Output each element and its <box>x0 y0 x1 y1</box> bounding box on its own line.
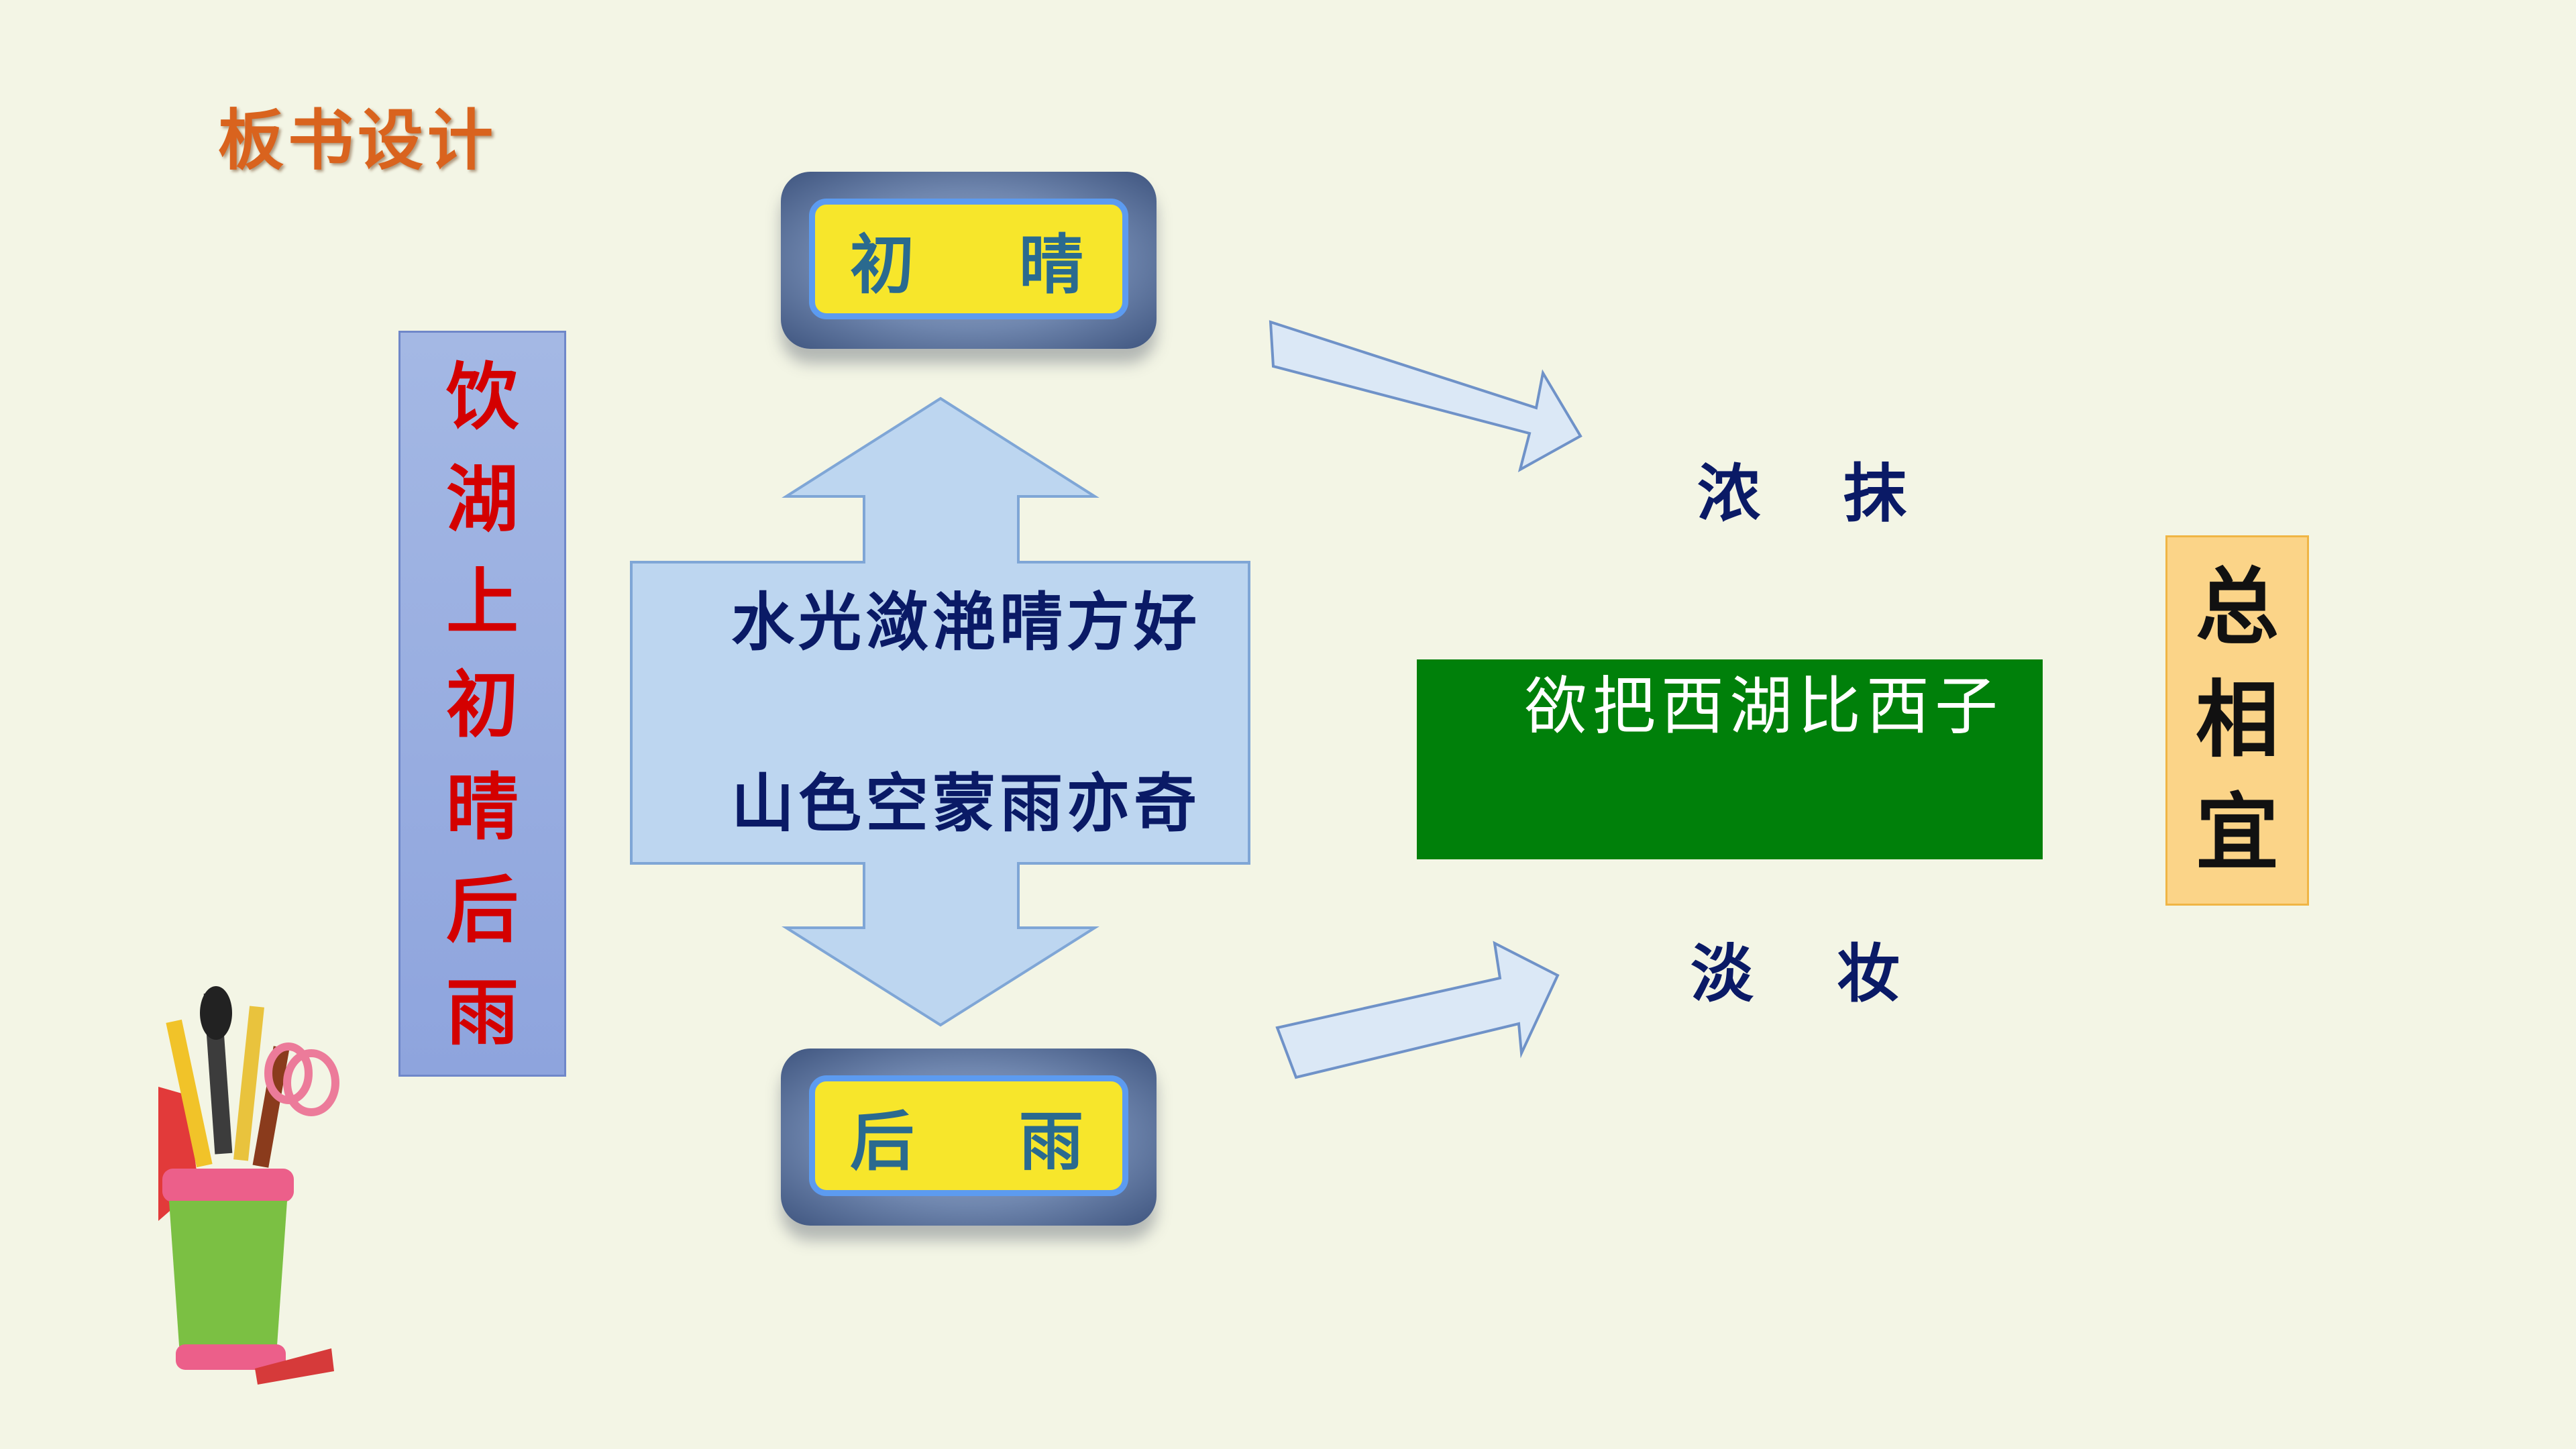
label-nong: 浓 <box>1697 457 1765 531</box>
arrow-to-nongmo <box>1269 320 1582 473</box>
green-box: 欲把西湖比西子 <box>1417 659 2043 859</box>
poem-line-2: 山色空蒙雨亦奇 <box>731 767 1201 841</box>
conclusion-char: 宜 <box>2195 784 2279 881</box>
title-char: 初 <box>445 663 519 747</box>
title-char: 后 <box>445 868 519 953</box>
badge-chuqing-face: 初晴 <box>809 199 1128 319</box>
badge-houyu-face: 后雨 <box>809 1075 1128 1196</box>
poem-title-box: 饮 湖 上 初 晴 后 雨 <box>398 331 566 1077</box>
title-char: 上 <box>445 560 519 645</box>
page-heading: 板书设计 <box>218 102 498 179</box>
title-char: 晴 <box>445 765 519 850</box>
label-zhuang: 妆 <box>1837 937 1904 1011</box>
label-mo: 抹 <box>1843 457 1911 531</box>
badge-char: 后 <box>850 1103 918 1179</box>
up-down-arrow <box>630 396 1250 1027</box>
badge-chuqing: 初晴 <box>781 172 1157 349</box>
poem-line-1: 水光潋滟晴方好 <box>731 586 1201 659</box>
badge-char: 雨 <box>1019 1103 1087 1179</box>
badge-houyu: 后雨 <box>781 1049 1157 1226</box>
badge-char: 初 <box>850 226 918 303</box>
badge-char: 晴 <box>1019 226 1087 303</box>
pencil-cup-icon <box>158 986 339 1385</box>
conclusion-box: 总 相 宜 <box>2165 535 2309 906</box>
label-dan: 淡 <box>1690 937 1758 1011</box>
conclusion-char: 相 <box>2195 672 2279 769</box>
green-box-text: 欲把西湖比西子 <box>1524 670 2004 743</box>
conclusion-char: 总 <box>2195 559 2279 656</box>
title-char: 雨 <box>445 971 519 1055</box>
title-char: 湖 <box>445 458 519 542</box>
title-char: 饮 <box>445 355 519 439</box>
arrow-to-danzhuang <box>1275 941 1560 1079</box>
